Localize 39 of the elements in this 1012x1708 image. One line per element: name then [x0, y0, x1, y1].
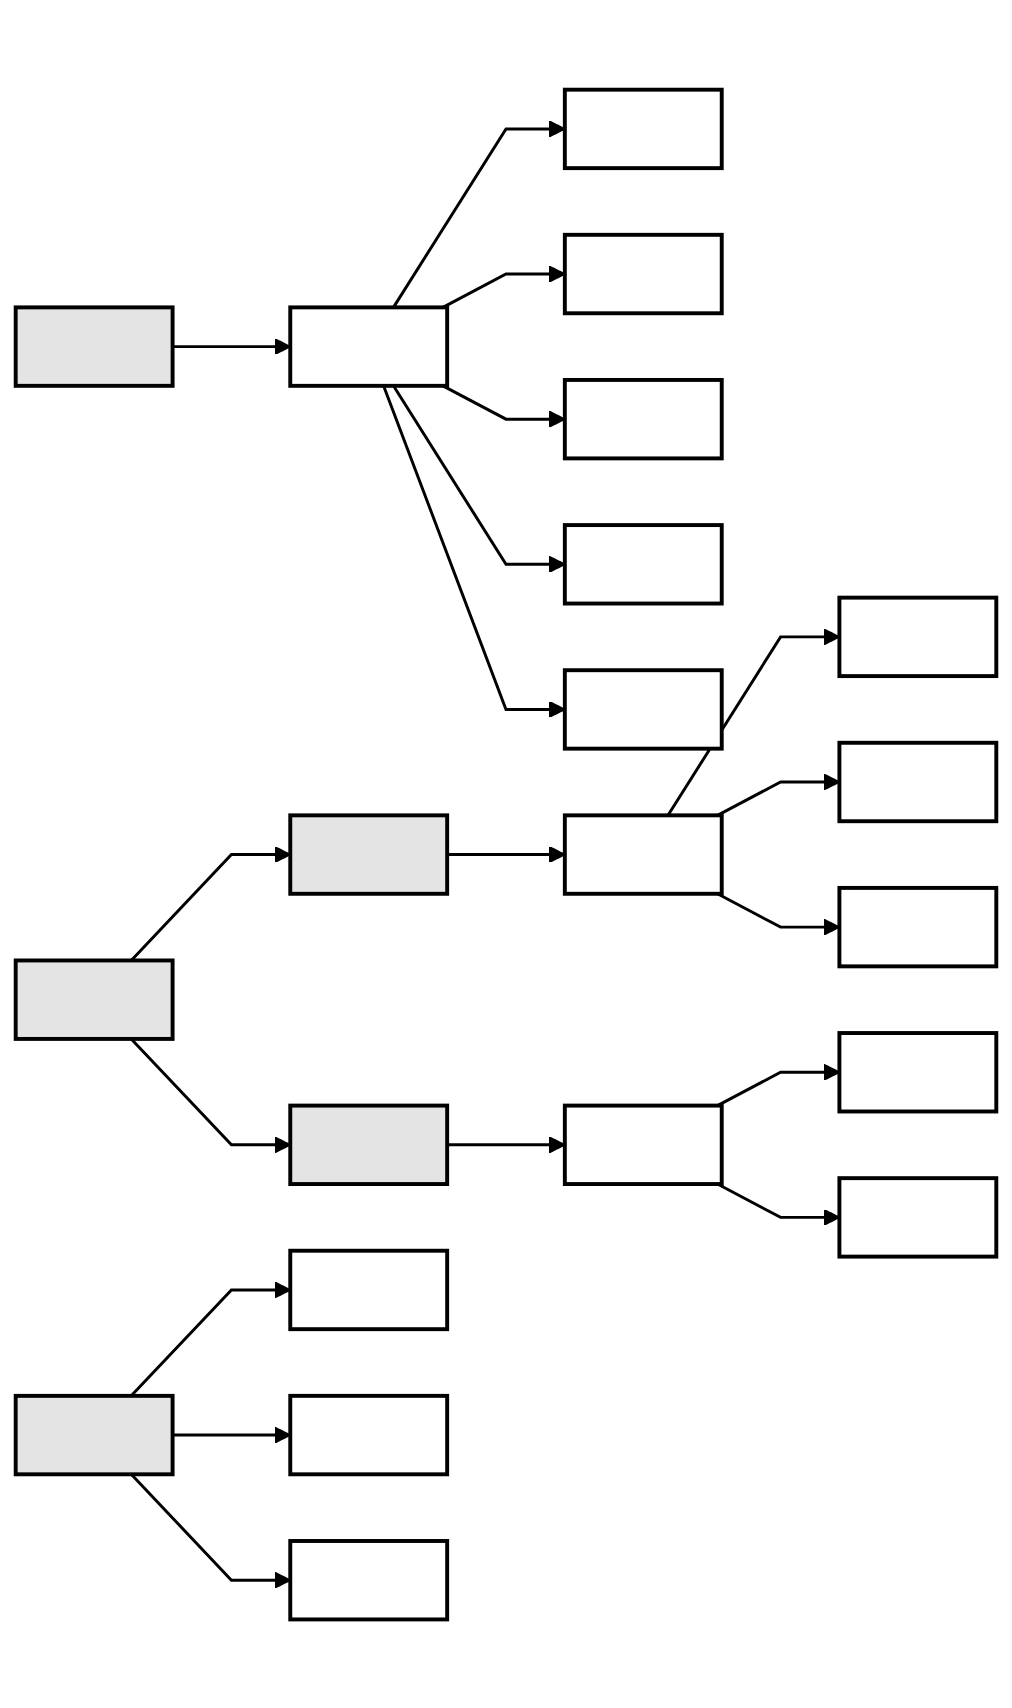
- arrow: [392, 119, 566, 308]
- node-box: [13, 957, 175, 1041]
- node-box: [288, 304, 450, 388]
- arrow: [130, 1472, 292, 1589]
- arrow: [130, 1280, 292, 1397]
- node-box: [837, 1175, 999, 1258]
- arrow: [666, 627, 841, 816]
- arrow: [442, 264, 566, 309]
- arrow: [716, 1063, 841, 1107]
- node-box: [837, 740, 999, 823]
- arrow: [716, 772, 841, 817]
- arrow: [447, 845, 566, 863]
- node-box: [562, 232, 724, 315]
- arrow: [172, 1425, 292, 1444]
- node-box: [837, 885, 999, 968]
- node-box: [288, 812, 450, 896]
- node-box: [288, 1538, 450, 1621]
- arrow: [392, 384, 566, 573]
- arrow: [716, 1182, 841, 1226]
- arrow: [716, 891, 841, 936]
- node-box: [13, 1393, 175, 1476]
- node-box: [562, 377, 724, 460]
- arrow: [447, 1135, 566, 1153]
- node-box: [288, 1248, 450, 1331]
- arrow: [382, 384, 566, 718]
- node-box: [837, 595, 999, 678]
- arrow: [442, 383, 566, 428]
- node-box: [13, 304, 175, 388]
- arrow: [172, 337, 292, 355]
- node-box: [562, 87, 724, 170]
- arrow: [130, 1037, 292, 1153]
- node-box: [288, 1393, 450, 1476]
- node-box: [837, 1030, 999, 1113]
- node-box: [562, 1103, 724, 1186]
- arrow: [130, 845, 292, 961]
- node-box: [562, 667, 724, 751]
- node-box: [562, 812, 724, 896]
- node-box: [288, 1103, 450, 1186]
- node-box: [562, 522, 724, 605]
